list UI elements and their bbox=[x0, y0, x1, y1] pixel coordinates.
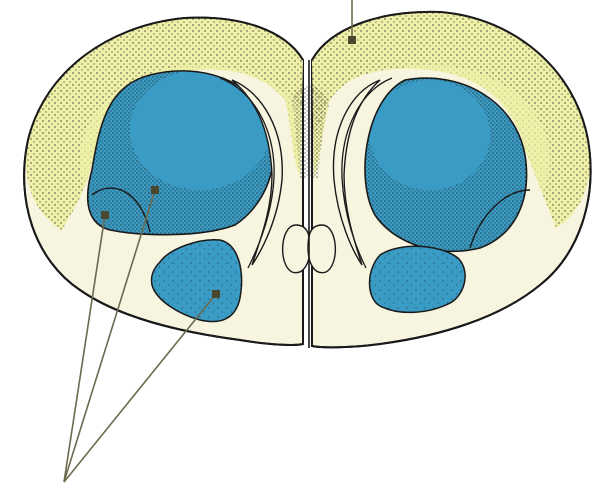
nucleus-marker-2 bbox=[151, 186, 159, 194]
cortex-marker bbox=[348, 36, 356, 44]
nucleus-marker-1 bbox=[101, 211, 109, 219]
nucleus-marker-3 bbox=[212, 290, 220, 298]
